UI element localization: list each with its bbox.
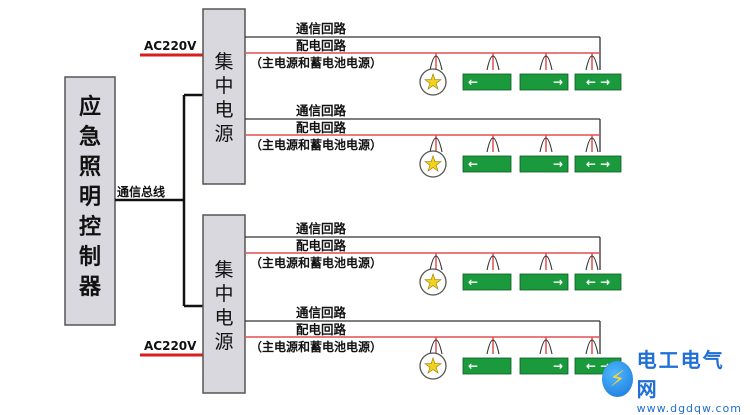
bus-label: 通信总线 xyxy=(117,184,165,199)
power-label: 配电回路 xyxy=(296,38,347,53)
source-label: （主电源和蓄电池电源） xyxy=(250,55,382,70)
source-label: （主电源和蓄电池电源） xyxy=(250,339,382,354)
arrow-icon: ← xyxy=(468,157,478,171)
source-label: （主电源和蓄电池电源） xyxy=(250,137,382,152)
ac-label-top: AC220V xyxy=(144,39,197,53)
arrow-icon: ← xyxy=(468,359,478,373)
watermark: ⚡ 电工电气网 www.dgdqw.com xyxy=(602,348,742,415)
arrow-icon: ← xyxy=(468,275,478,289)
exit-sign xyxy=(462,357,512,375)
lightning-icon: ⚡ xyxy=(602,361,633,397)
star-icon: ★ xyxy=(424,70,443,94)
watermark-url: www.dgdqw.com xyxy=(636,401,742,415)
power-label: 配电回路 xyxy=(296,120,347,135)
exit-sign xyxy=(519,73,569,91)
exit-sign xyxy=(462,273,512,291)
comm-label: 通信回路 xyxy=(296,21,347,36)
exit-sign xyxy=(574,155,622,173)
star-icon: ★ xyxy=(424,354,443,378)
psu-box-top xyxy=(202,8,246,185)
arrow-icon: ← xyxy=(468,75,478,89)
psu-label-top: 集中电源 xyxy=(214,51,233,145)
exit-sign xyxy=(519,155,569,173)
star-icon: ★ xyxy=(424,152,443,176)
exit-sign xyxy=(462,155,512,173)
comm-label: 通信回路 xyxy=(296,221,347,236)
comm-label: 通信回路 xyxy=(296,305,347,320)
star-icon: ★ xyxy=(424,270,443,294)
comm-label: 通信回路 xyxy=(296,103,347,118)
exit-sign xyxy=(519,273,569,291)
controller-label: 应急照明控制器 xyxy=(78,94,102,300)
arrow-icon: → xyxy=(553,275,563,289)
controller-box xyxy=(64,76,116,326)
arrow-icon: ← → xyxy=(586,75,610,89)
exit-sign xyxy=(574,73,622,91)
lamp-circle xyxy=(419,268,447,296)
source-label: （主电源和蓄电池电源） xyxy=(250,255,382,270)
power-label: 配电回路 xyxy=(296,238,347,253)
arrow-icon: → xyxy=(553,359,563,373)
arrow-icon: ← → xyxy=(586,275,610,289)
exit-sign xyxy=(462,73,512,91)
arrow-icon: → xyxy=(553,75,563,89)
watermark-title: 电工电气网 xyxy=(636,347,725,401)
ac-label-bottom: AC220V xyxy=(144,339,197,353)
exit-sign xyxy=(574,273,622,291)
lamp-circle xyxy=(419,68,447,96)
lamp-circle xyxy=(419,352,447,380)
lamp-circle xyxy=(419,150,447,178)
psu-box-bottom xyxy=(202,214,246,394)
psu-label-bottom: 集中电源 xyxy=(214,259,233,353)
arrow-icon: → xyxy=(553,157,563,171)
arrow-icon: ← → xyxy=(586,157,610,171)
exit-sign xyxy=(519,357,569,375)
power-label: 配电回路 xyxy=(296,322,347,337)
